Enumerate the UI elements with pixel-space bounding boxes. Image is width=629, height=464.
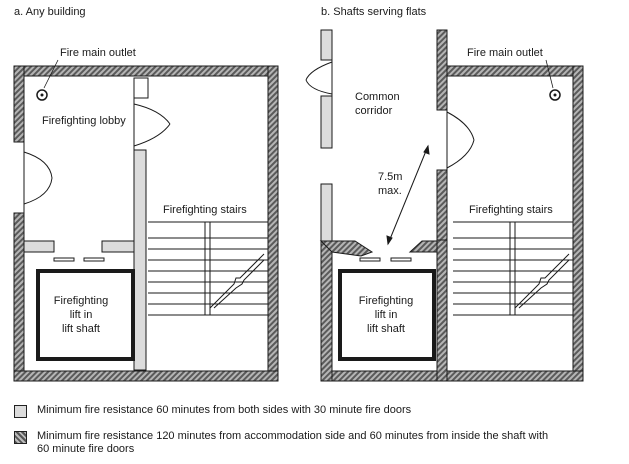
panel-b-distance-label-2: max.: [378, 185, 402, 197]
panel-b-hatched-walls: [319, 29, 584, 382]
panel-a-lift-doors: [53, 257, 105, 262]
legend-light-swatch: [14, 405, 27, 418]
panel-a-fire-main-outlet-label: Fire main outlet: [60, 47, 136, 59]
panel-b-fire-main-outlet-icon: [545, 59, 561, 101]
panel-a-lift-label-3: lift shaft: [62, 323, 100, 335]
panel-a-lobby-label: Firefighting lobby: [42, 115, 126, 127]
panel-b-title: b. Shafts serving flats: [321, 6, 427, 18]
panel-a-fire-main-outlet-icon: [36, 59, 59, 101]
legend-hatched-line-2: 60 minute fire doors: [37, 443, 135, 455]
panel-a-lift-label-2: lift in: [70, 309, 93, 321]
panel-b-corridor-label-1: Common: [355, 91, 400, 103]
panel-b-distance-arrow: [386, 144, 430, 246]
panel-b-fire-main-outlet-label: Fire main outlet: [467, 47, 543, 59]
panel-a-lift-shaft: [36, 269, 135, 361]
panel-b-lift-shaft: [338, 269, 436, 361]
legend-light-text: Minimum fire resistance 60 minutes from …: [37, 404, 412, 416]
panel-a-stairs: [148, 221, 268, 316]
panel-b-distance-label-1: 7.5m: [378, 171, 402, 183]
panel-a: a. Any building Firefighting lift in lif…: [13, 6, 279, 382]
panel-b-stairs-label: Firefighting stairs: [469, 204, 553, 216]
panel-a-doors: [23, 77, 171, 213]
legend-light: Minimum fire resistance 60 minutes from …: [14, 404, 411, 418]
panel-a-title: a. Any building: [14, 6, 86, 18]
panel-b-light-walls: [320, 29, 333, 243]
legend-hatched-text: Minimum fire resistance 120 minutes from…: [37, 430, 548, 456]
panel-b-lift-label-1: Firefighting: [359, 295, 413, 307]
panel-b: b. Shafts serving flats Firefighting: [305, 6, 584, 382]
panel-b-stairs: [453, 221, 573, 316]
panel-b-corridor-label-2: corridor: [355, 105, 393, 117]
panel-b-doors: [305, 60, 475, 170]
panel-b-lift-doors: [359, 257, 412, 262]
panel-b-lift-label-3: lift shaft: [367, 323, 405, 335]
legend-hatched-swatch: [14, 431, 27, 444]
legend-hatched: Minimum fire resistance 120 minutes from…: [14, 430, 548, 456]
panel-a-hatched-walls: [13, 65, 279, 382]
panel-b-lift-label-2: lift in: [375, 309, 398, 321]
legend-hatched-line-1: Minimum fire resistance 120 minutes from…: [37, 430, 549, 442]
panel-a-stairs-label: Firefighting stairs: [163, 204, 247, 216]
panel-a-lift-label-1: Firefighting: [54, 295, 108, 307]
